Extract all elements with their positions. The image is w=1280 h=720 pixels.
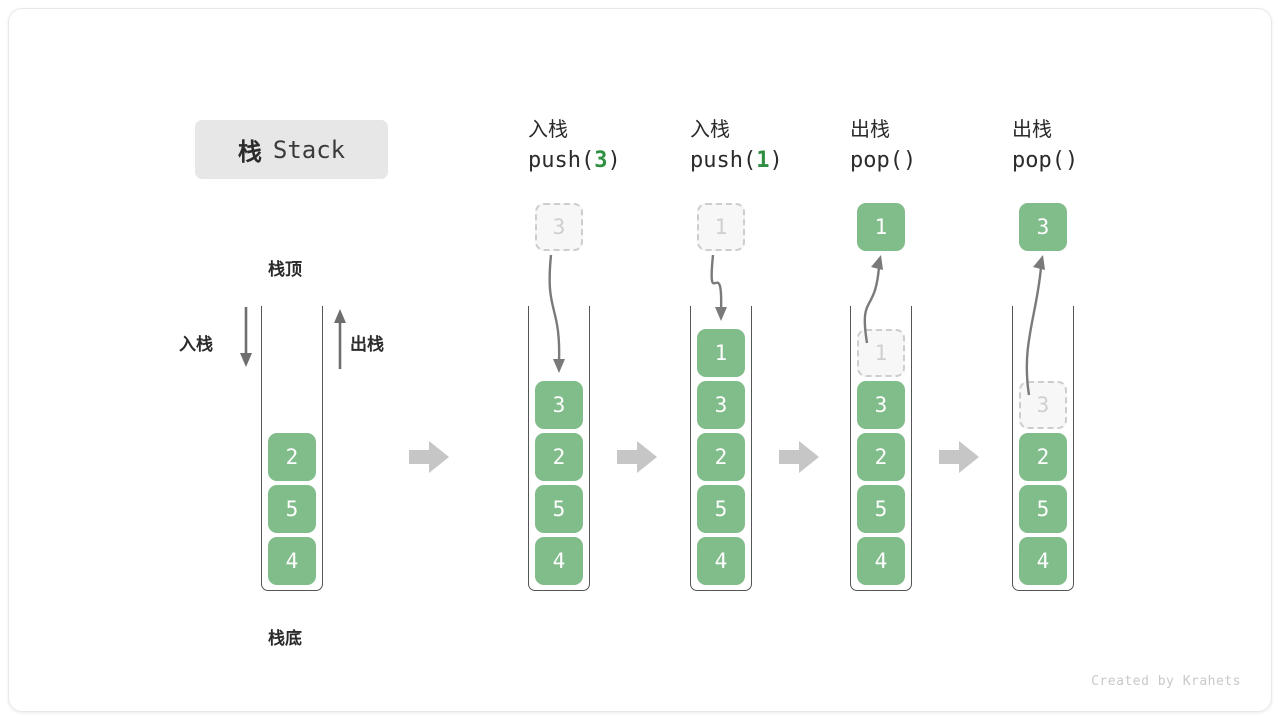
title-cn: 栈 (237, 138, 263, 166)
stack-cell: 5 (268, 485, 316, 533)
stack-cell: 4 (535, 537, 583, 585)
stack-cell: 2 (857, 433, 905, 481)
pop-motion-arrow (1025, 255, 1045, 396)
step-operation-code: push(1) (690, 144, 870, 178)
step-header: 出栈 pop() (850, 115, 1030, 178)
stack-cell: 3 (535, 381, 583, 429)
stack-cell: 2 (1019, 433, 1067, 481)
push-direction-label: 入栈 (179, 335, 213, 355)
step-header: 入栈 push(3) (528, 115, 708, 178)
flow-arrow (409, 441, 449, 473)
stack-container (690, 306, 752, 591)
push-direction-arrow (240, 307, 252, 367)
stack-top-label: 栈顶 (268, 260, 302, 280)
stack-cell: 4 (697, 537, 745, 585)
step-operation-cn: 出栈 (850, 117, 890, 141)
pop-direction-arrow (334, 309, 346, 369)
stack-cell: 1 (697, 329, 745, 377)
stack-cell: 2 (697, 433, 745, 481)
op-close: ) (902, 148, 917, 173)
diagram-title-badge: 栈 Stack (195, 120, 388, 179)
stack-cell: 4 (857, 537, 905, 585)
watermark-credit: Created by Krahets (1091, 674, 1241, 689)
flow-arrow (939, 441, 979, 473)
op-close: ) (1064, 148, 1079, 173)
step-operation-cn: 入栈 (528, 117, 568, 141)
title-en: Stack (272, 135, 346, 164)
stack-cell: 3 (857, 381, 905, 429)
flow-arrow (779, 441, 819, 473)
floating-value: 1 (857, 203, 905, 251)
floating-value-placeholder: 1 (697, 203, 745, 251)
op-argument: 1 (756, 148, 770, 173)
push-motion-arrow (710, 254, 727, 321)
stack-cell: 3 (697, 381, 745, 429)
stack-container (1012, 306, 1074, 591)
stack-container (850, 306, 912, 591)
step-operation-cn: 入栈 (690, 117, 730, 141)
stack-cell: 5 (1019, 485, 1067, 533)
stack-cell: 4 (1019, 537, 1067, 585)
op-close: ) (607, 148, 621, 173)
stack-cell: 2 (535, 433, 583, 481)
step-operation-cn: 出栈 (1012, 117, 1052, 141)
push-motion-arrow (548, 254, 565, 373)
stack-cell: 2 (268, 433, 316, 481)
op-name: push( (528, 148, 595, 173)
stack-container-reference (261, 306, 323, 591)
flow-arrow (617, 441, 657, 473)
stack-cell: 5 (697, 485, 745, 533)
stack-bottom-label: 栈底 (268, 629, 302, 649)
pop-motion-arrow (863, 255, 883, 344)
op-name: pop( (1012, 148, 1065, 173)
step-header: 入栈 push(1) (690, 115, 870, 178)
op-close: ) (769, 148, 783, 173)
step-header: 出栈 pop() (1012, 115, 1192, 178)
op-name: pop( (850, 148, 903, 173)
floating-value: 3 (1019, 203, 1067, 251)
op-argument: 3 (594, 148, 608, 173)
stack-cell: 5 (535, 485, 583, 533)
stack-cell: 4 (268, 537, 316, 585)
stack-container (528, 306, 590, 591)
pop-direction-label: 出栈 (350, 335, 384, 355)
step-operation-code: pop() (850, 144, 1030, 178)
step-operation-code: pop() (1012, 144, 1192, 178)
op-name: push( (690, 148, 757, 173)
stack-cell: 5 (857, 485, 905, 533)
floating-value-placeholder: 3 (535, 203, 583, 251)
step-operation-code: push(3) (528, 144, 708, 178)
